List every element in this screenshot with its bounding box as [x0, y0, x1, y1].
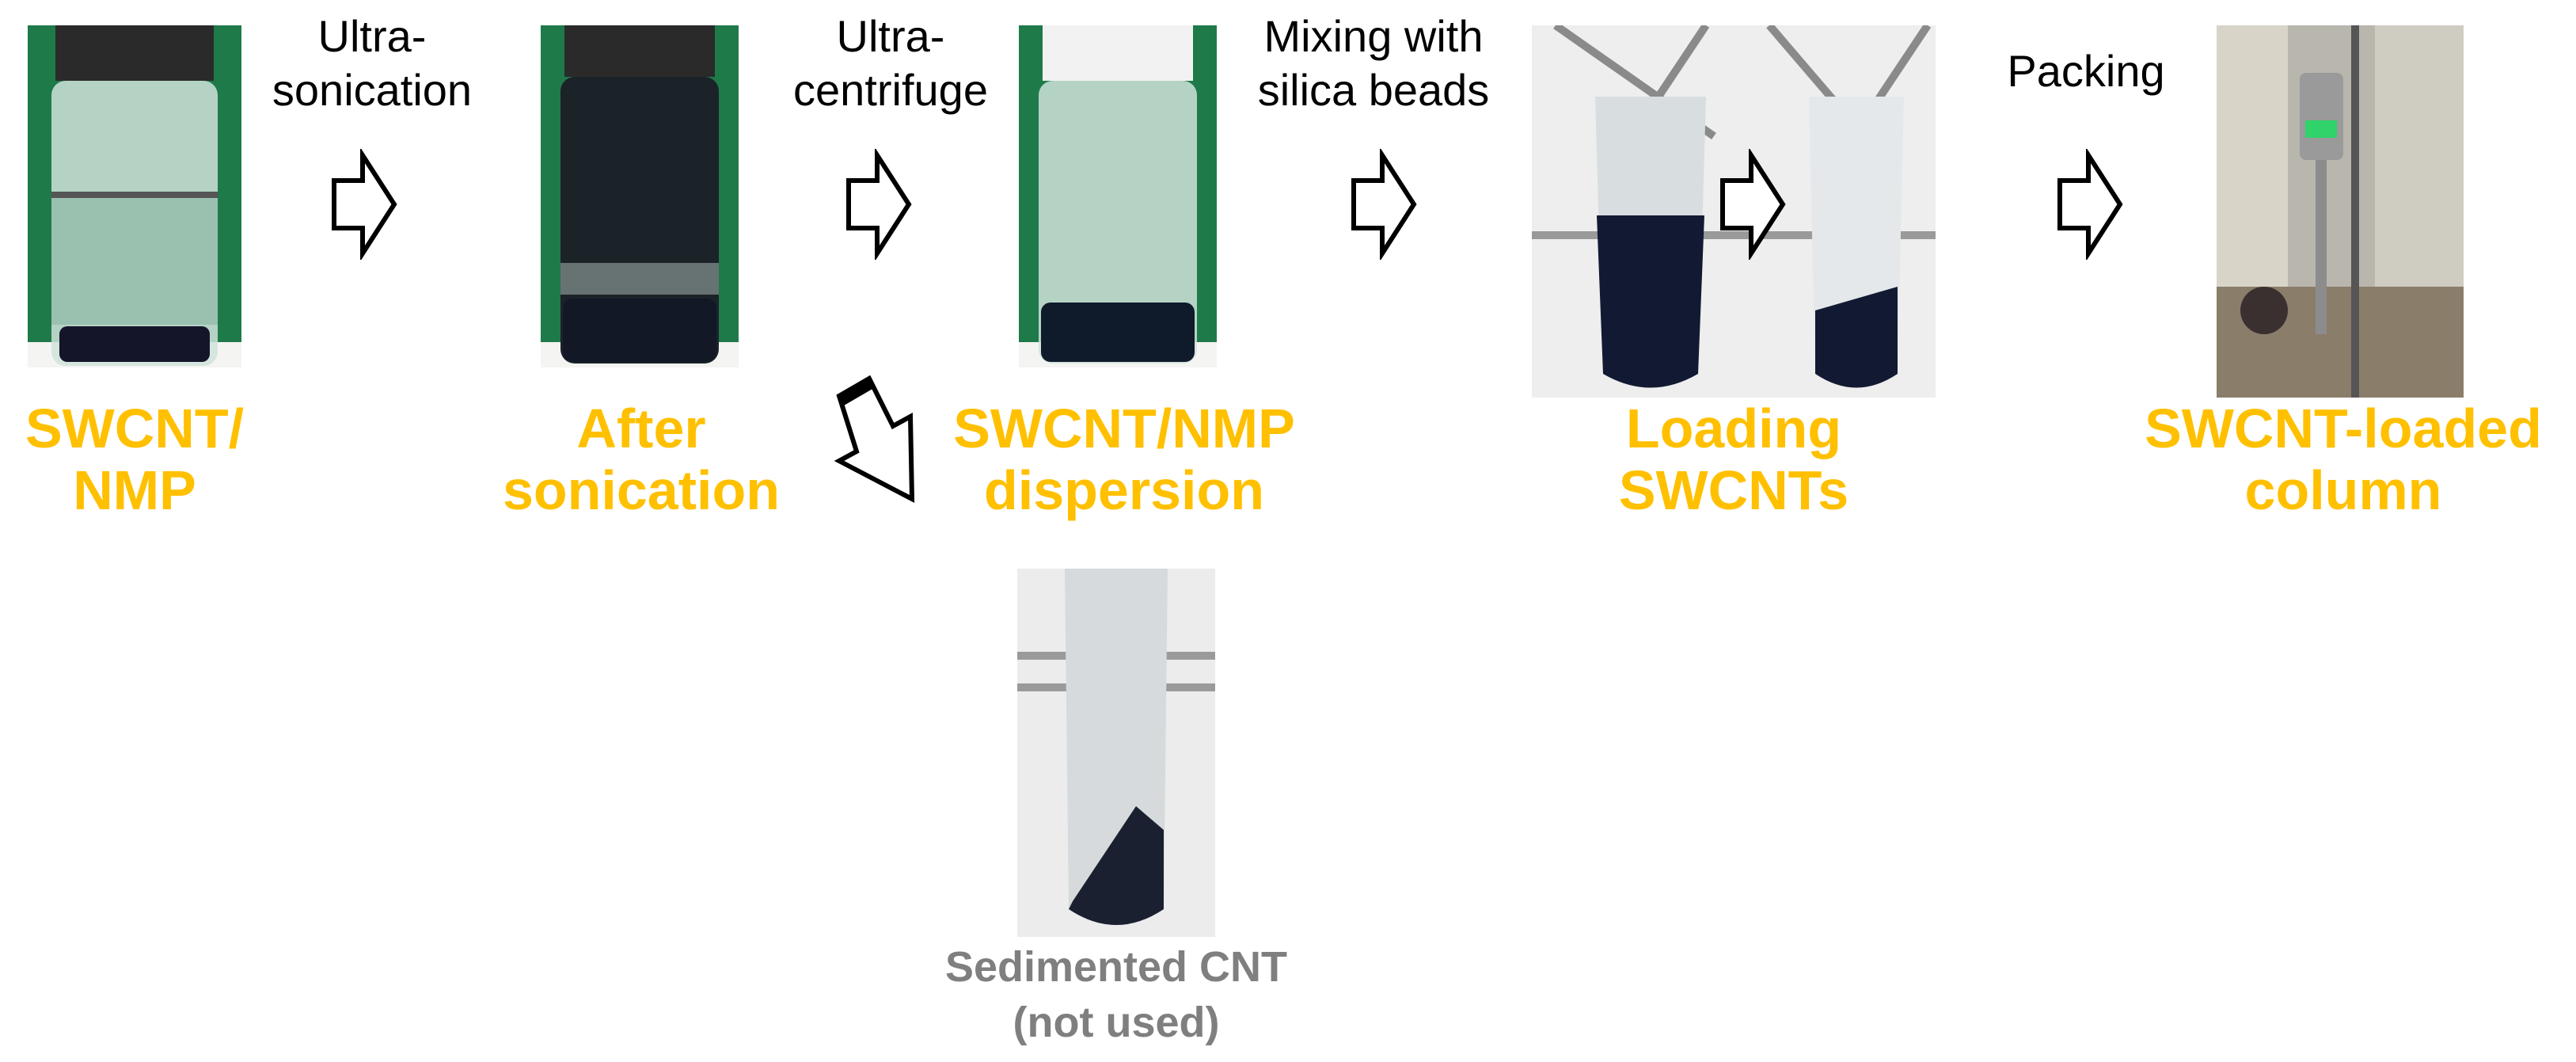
photo-dispersion-vial — [1019, 25, 1217, 367]
step-ultracentrifuge: Ultra-centrifuge — [793, 11, 988, 115]
photo-swcnt-nmp-vial — [28, 25, 241, 367]
step-ultrasonication: Ultra-sonication — [272, 11, 473, 115]
down-right-arrow-icon — [834, 375, 915, 503]
step-packing: Packing — [2007, 46, 2165, 96]
photo-after-sonication-vial — [541, 25, 739, 367]
right-arrow-icon — [1351, 149, 1417, 260]
label-swcnt-nmp: SWCNT/NMP — [25, 398, 245, 521]
right-arrow-icon — [332, 149, 397, 260]
right-arrow-icon — [1720, 149, 1786, 260]
photo-sediment-tube — [1017, 569, 1215, 937]
photo-column-apparatus — [2217, 25, 2464, 398]
label-sediment: Sedimented CNT(not used) — [944, 943, 1288, 1046]
photo-loading-tubes — [1532, 25, 1936, 398]
right-arrow-icon — [2057, 149, 2123, 260]
right-arrow-icon — [846, 149, 912, 260]
